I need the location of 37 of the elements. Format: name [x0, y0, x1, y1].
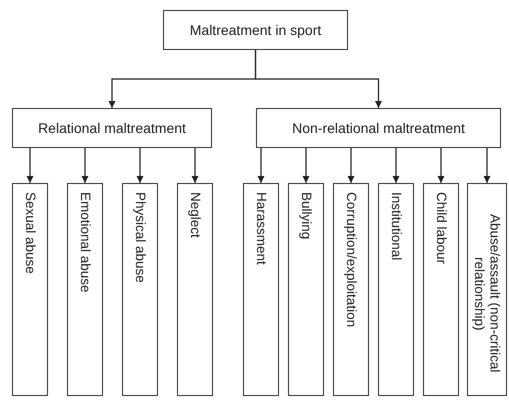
- category-box: [288, 183, 324, 396]
- arrow: [136, 148, 144, 183]
- node-label: Abuse/assault (non-critical relationship): [471, 213, 503, 375]
- category-box: [243, 183, 279, 396]
- node-label: Bullying: [298, 192, 314, 240]
- node-label: Sexual abuse: [22, 192, 38, 274]
- arrow: [254, 50, 382, 108]
- arrow: [392, 148, 400, 183]
- node-label: Relational maltreatment: [38, 120, 186, 136]
- arrow: [438, 148, 444, 183]
- category-box: [423, 183, 459, 396]
- node-label: Non-relational maltreatment: [292, 120, 465, 136]
- arrow: [348, 148, 354, 183]
- category-box: [333, 183, 369, 396]
- process-box: [12, 108, 212, 148]
- category-box: [467, 183, 507, 396]
- node-label: Maltreatment in sport: [190, 22, 322, 38]
- process-box: [163, 10, 348, 50]
- category-box: [67, 183, 103, 396]
- node-label: Harassment: [253, 192, 269, 265]
- category-box: [122, 183, 158, 396]
- node-label: Corruption/exploitation: [343, 192, 359, 328]
- arrow: [484, 148, 490, 183]
- arrow: [82, 148, 88, 183]
- arrow: [258, 148, 264, 183]
- category-box: [12, 183, 48, 396]
- arrow: [192, 148, 198, 183]
- node-label: Child labour: [433, 192, 449, 264]
- node-label: Institutional: [388, 192, 404, 260]
- process-box: [256, 108, 501, 148]
- node-label: Neglect: [187, 192, 203, 238]
- arrow: [302, 148, 310, 183]
- category-box: [177, 183, 213, 396]
- arrow: [26, 148, 34, 183]
- node-label: Emotional abuse: [77, 192, 93, 293]
- node-label: Physical abuse: [132, 192, 148, 283]
- category-box: [378, 183, 414, 396]
